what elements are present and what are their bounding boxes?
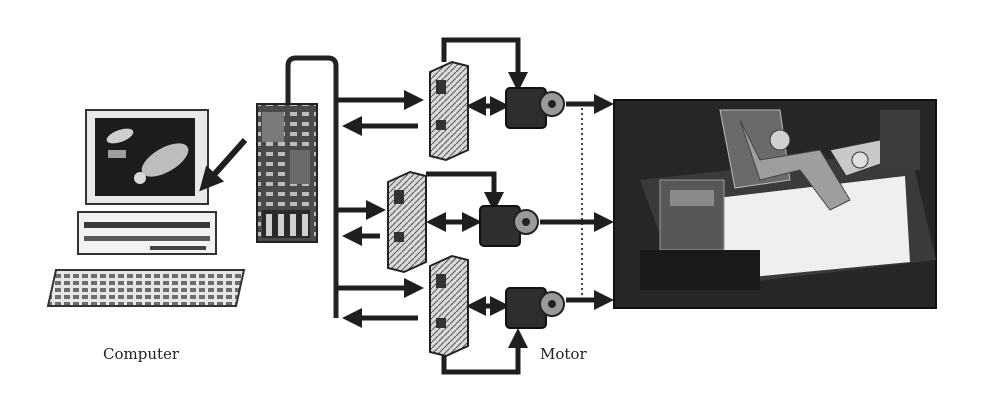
computer-illustration xyxy=(48,110,245,306)
row1-arrows xyxy=(336,100,418,126)
keyboard xyxy=(48,270,244,306)
robot-arm-photo xyxy=(614,100,936,308)
motor-2 xyxy=(480,206,538,246)
row3-arrows xyxy=(336,288,418,318)
motor-robot-arrows xyxy=(540,104,608,300)
controller-board xyxy=(257,104,317,242)
motor-1 xyxy=(506,88,564,128)
driver-3 xyxy=(430,256,468,356)
driver-1 xyxy=(430,62,468,160)
computer-label: Computer xyxy=(103,345,179,363)
motor-label: Motor xyxy=(540,345,587,363)
motor-3 xyxy=(506,288,564,328)
row2-arrows xyxy=(336,210,380,236)
driver-2 xyxy=(388,172,426,272)
